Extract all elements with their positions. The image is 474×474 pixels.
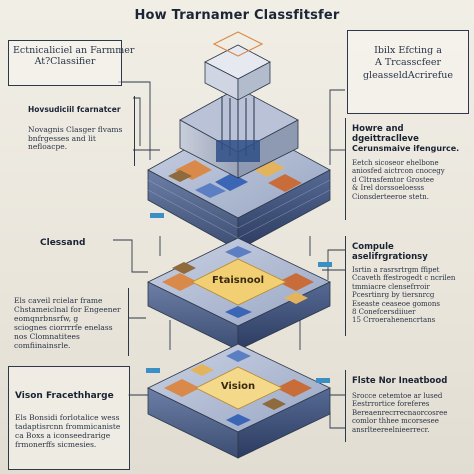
left-box-1: Ectnicaliciel an Farmmer At?Classifier (8, 40, 135, 86)
left-box-5-line: Els Bonsidi forlotalice wess (15, 413, 120, 422)
left-box-4-line: Els caveil rcielar frame (14, 296, 103, 305)
left-box-5-line: ca Boxs a iconseedrarige (15, 431, 111, 440)
right-box-3: Compule aselifrgrationsy Isrtin a rasrsr… (345, 236, 468, 336)
right-box-3-heading: Compule aselifrgrationsy (352, 242, 428, 262)
connector-line (133, 97, 141, 146)
connector-line (329, 412, 345, 429)
right-box-2-line: d Cltrasfemtor Grostee (352, 175, 435, 184)
left-label-3: Clessand (40, 230, 120, 249)
left-box-4-line: nos Clomnatitees (14, 332, 80, 341)
right-box-2-line: & Irel dorssoeloesss (352, 184, 425, 193)
left-box-4-line: Chstameiclnal for Engeener (14, 305, 121, 314)
left-box-4-line: sciognes ciorrrrfe enelass (14, 323, 113, 332)
right-box-1-line: gleasseldAcrirefue (362, 69, 454, 81)
right-box-3-line: tmmiacre clensefrroir (352, 282, 430, 291)
connector-line (329, 89, 345, 165)
layer-3-block (147, 343, 331, 459)
right-box-2-line: Eetch sicoseor ehelbone (352, 159, 439, 167)
left-box-5-line: tadaptisrcnn frommicaniste (15, 422, 121, 431)
connector-line (118, 81, 151, 160)
left-box-4-line: eomqnrbnsrfw, g (14, 314, 79, 323)
layer-2-block (147, 237, 331, 351)
right-box-3-line: Pcesrtinrg by tiersnrcg (352, 291, 435, 300)
left-box-1-line: Ectnicaliciel an Farmmer (13, 45, 135, 56)
right-box-2: Howre and dgeittraclleve Cerunsmaive ife… (345, 118, 468, 220)
processing-tower (179, 31, 299, 179)
right-box-2-line: Cionsderteeroe stetn. (352, 192, 429, 201)
left-box-2-line: nefloacpe. (28, 142, 68, 152)
right-box-4-line: comlor thhee mcorsesee (352, 417, 439, 426)
right-box-4-line: Eestrrortice foreferes (352, 400, 430, 409)
layer-2-core (191, 258, 287, 306)
right-box-1: Ibilx Efcting a A Trcasscfeer gleasseldA… (347, 30, 469, 114)
layer-3-core (195, 366, 283, 410)
page-title: How Trarnamer Classfitsfer (134, 8, 340, 23)
right-box-3-line: Eseaste ceaseoe gomons (352, 299, 440, 308)
right-box-4-heading: Flste Nor Ineatbood (352, 376, 448, 386)
right-box-2-subheading: Cerunsmaive ifengurce. (352, 144, 460, 153)
right-box-2-line: aniosfed aictrcon cnocegy (352, 167, 445, 176)
layer-1-block (147, 31, 331, 251)
left-box-4-line: comfiinainsrle. (14, 341, 71, 350)
right-box-1-line: A Trcasscfeer (374, 57, 442, 69)
right-box-1-line: Ibilx Efcting a (374, 45, 442, 56)
connector-lines (113, 81, 345, 429)
left-box-5-line: frmonerffs sicmesies. (15, 440, 97, 449)
right-box-3-line: 8 Conefcersdiiuer (352, 307, 416, 316)
right-box-3-line: Ccaveth ffestrogedt c ncrilen (352, 274, 456, 283)
left-box-5: Vison Fracethharge Els Bonsidi forlotali… (8, 366, 130, 470)
small-tags (146, 213, 332, 383)
connector-line (113, 239, 148, 273)
right-box-4-line: Bereaenrecrrecnaorcosree (352, 408, 448, 417)
right-box-3-line: 15 Crroerahenencrtans (352, 316, 436, 325)
right-box-3-line: Isrtin a rasrsrtrgm ffipet (352, 266, 440, 274)
right-box-4-line: ansrlteereelnieerrecr. (352, 425, 430, 434)
layer-3-label: Vision (220, 381, 256, 392)
left-label-3-text: Clessand (40, 238, 86, 248)
right-box-4: Flste Nor Ineatbood Srocce cetemtoe ar l… (345, 370, 468, 442)
left-box-2-line: bnfrgesses and lit (28, 133, 96, 143)
left-box-4: Els caveil rcielar frame Chstameiclnal f… (8, 288, 129, 356)
chip-pattern-layer-2 (162, 246, 314, 318)
chip-pattern-layer-3 (164, 350, 312, 426)
left-box-5-heading: Vison Fracethharge (15, 391, 114, 401)
right-box-2-heading: Howre and dgeittraclleve (352, 124, 419, 144)
right-box-4-line: Srocce cetemtoe ar lused (352, 392, 443, 400)
left-box-2-line: Novagnis Clasger flvams (28, 125, 123, 134)
layer-2-label: Ftaisnool (211, 275, 265, 286)
left-box-1-line: At?Classifier (34, 55, 96, 67)
left-box-2: Hovsudiciil fcarnatcer Novagnis Clasger … (8, 96, 135, 166)
left-box-2-heading: Hovsudiciil fcarnatcer (28, 105, 121, 114)
